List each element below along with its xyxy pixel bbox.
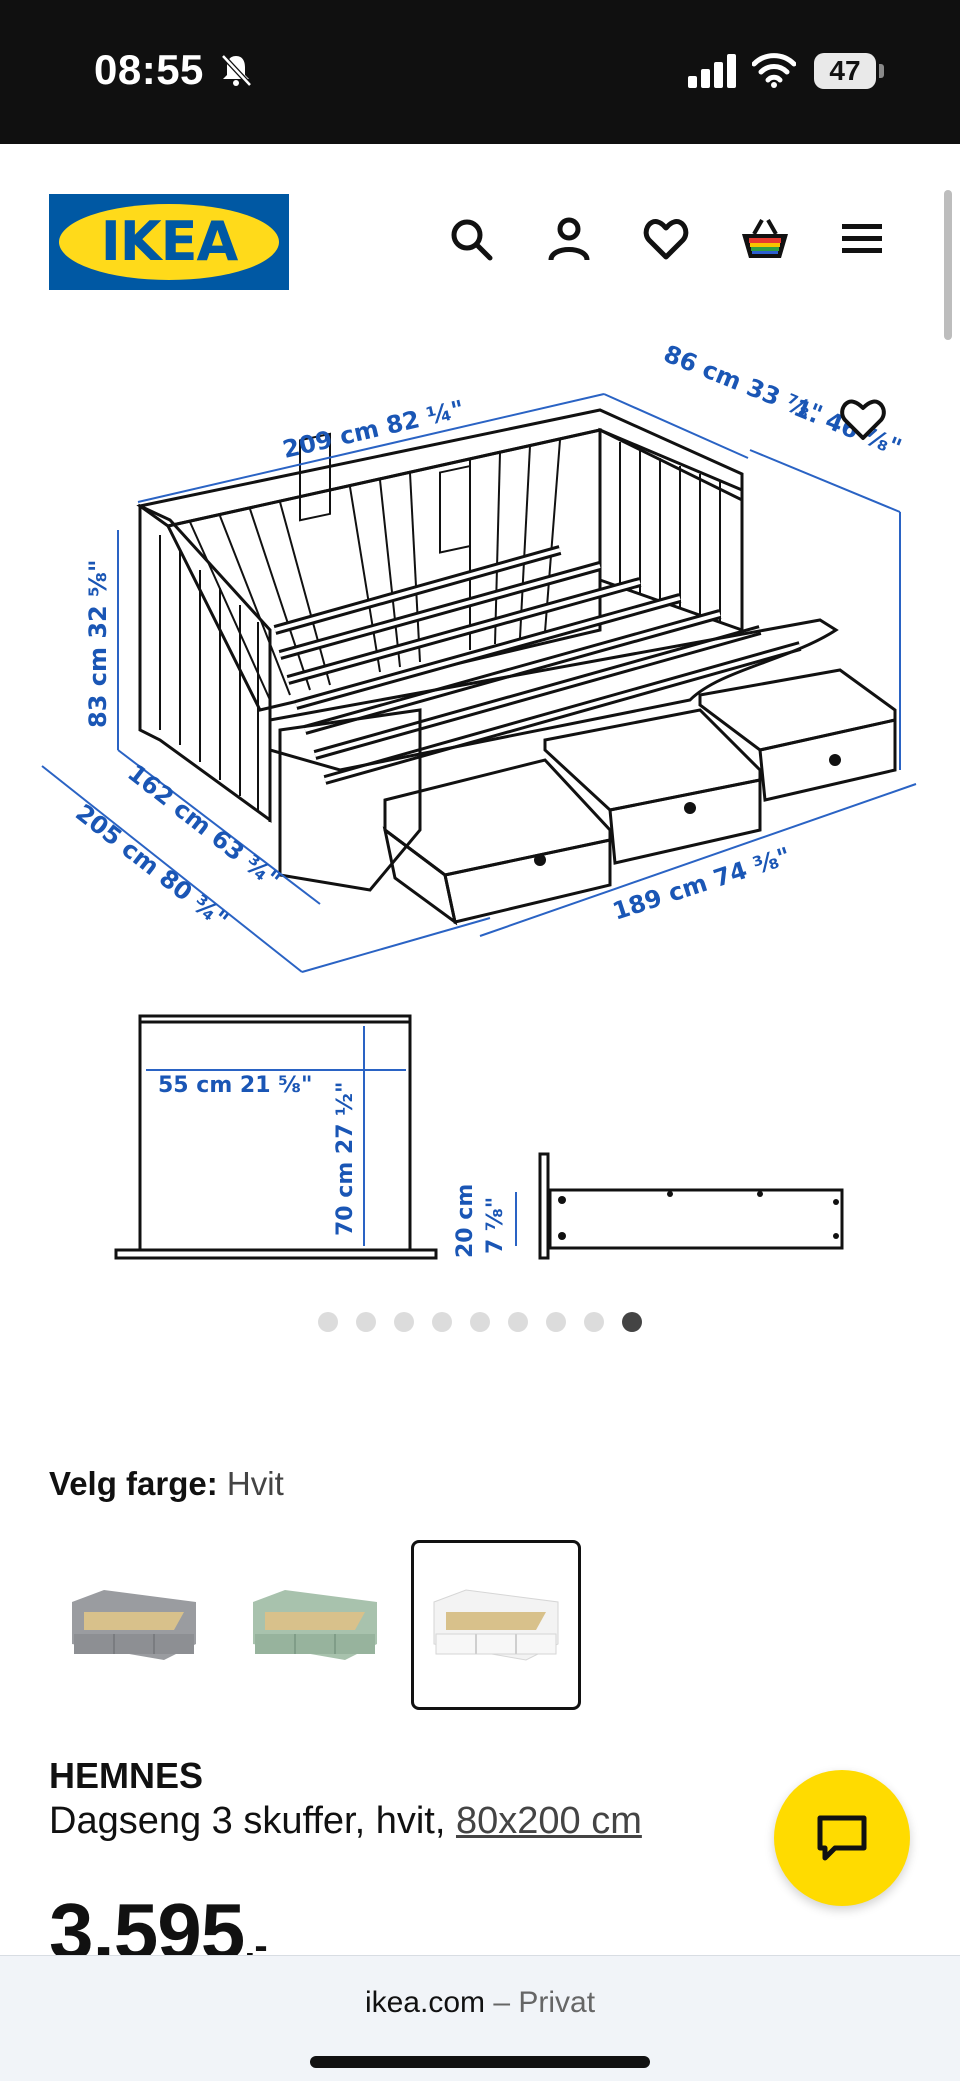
product-name: HEMNES bbox=[49, 1755, 204, 1796]
dim-drawer-front-a: 20 cm bbox=[453, 1184, 478, 1258]
dim-length-open: 189 cm 74 ⅜" bbox=[609, 842, 794, 926]
wifi-icon bbox=[752, 53, 796, 88]
product-price: 3.595,- bbox=[49, 1886, 267, 1956]
product-size-link[interactable]: 80x200 cm bbox=[455, 1800, 642, 1842]
chat-button[interactable] bbox=[774, 1770, 910, 1906]
battery-tip bbox=[879, 64, 884, 78]
pagination-dot[interactable] bbox=[318, 1312, 338, 1332]
scrollbar-thumb[interactable] bbox=[944, 190, 952, 340]
cart-icon[interactable] bbox=[738, 216, 792, 262]
selected-color: Hvit bbox=[226, 1465, 284, 1502]
dim-drawer-height: 70 cm 27 ½" bbox=[333, 1082, 358, 1236]
dim-drawer-front-b: 7 ⅞" bbox=[483, 1197, 508, 1254]
pagination-dot[interactable] bbox=[394, 1312, 414, 1332]
color-label-text: Velg farge: bbox=[49, 1465, 218, 1502]
daybed-thumbnail-grey bbox=[72, 1590, 196, 1660]
signal-icon bbox=[688, 54, 736, 88]
pagination-dot[interactable] bbox=[546, 1312, 566, 1332]
product-description-text: Dagseng 3 skuffer, hvit, bbox=[49, 1800, 456, 1842]
color-swatch-white[interactable] bbox=[411, 1540, 581, 1710]
user-icon[interactable] bbox=[546, 216, 592, 262]
color-swatch-green[interactable] bbox=[230, 1540, 400, 1710]
browser-address-bar[interactable]: ikea.com – Privat bbox=[0, 1955, 960, 2081]
battery-icon: 47 bbox=[814, 53, 876, 89]
pagination-dot[interactable] bbox=[508, 1312, 528, 1332]
ikea-logo[interactable]: IKEA bbox=[49, 194, 289, 290]
logo-oval bbox=[59, 204, 279, 280]
daybed-thumbnail-green bbox=[253, 1590, 377, 1660]
site-header: IKEA bbox=[0, 144, 960, 324]
chat-bubble-icon bbox=[817, 1815, 867, 1861]
daybed-thumbnail-white bbox=[433, 1589, 559, 1661]
pagination-dot[interactable] bbox=[470, 1312, 490, 1332]
price-value: 3.595 bbox=[49, 1887, 245, 1956]
dimension-drawing: 209 cm 82 ¼" 86 cm 33 ⅞" 1. 46 ⁷⁄₈" 83 c… bbox=[41, 340, 917, 1260]
pagination-dot[interactable] bbox=[356, 1312, 376, 1332]
product-image-gallery[interactable]: 209 cm 82 ¼" 86 cm 33 ⅞" 1. 46 ⁷⁄₈" 83 c… bbox=[0, 330, 960, 1330]
status-bar: 08:55 47 bbox=[0, 0, 960, 144]
pagination-dot-active[interactable] bbox=[622, 1312, 642, 1332]
browser-domain: ikea.com bbox=[364, 1986, 485, 2019]
bell-slash-icon bbox=[221, 54, 252, 87]
browser-separator: – bbox=[485, 1986, 519, 2019]
home-indicator[interactable] bbox=[310, 2056, 650, 2068]
search-icon[interactable] bbox=[448, 216, 494, 262]
browser-url[interactable]: ikea.com – Privat bbox=[0, 1986, 960, 2020]
menu-icon[interactable] bbox=[840, 216, 884, 262]
price-suffix: ,- bbox=[244, 1924, 267, 1956]
product-description: Dagseng 3 skuffer, hvit, 80x200 cm bbox=[49, 1800, 642, 1843]
pagination-dot[interactable] bbox=[432, 1312, 452, 1332]
logo-text: IKEA bbox=[100, 210, 239, 273]
pagination-dot[interactable] bbox=[584, 1312, 604, 1332]
color-swatch-grey[interactable] bbox=[49, 1540, 219, 1710]
dim-drawer-depth: 55 cm 21 ⅝" bbox=[158, 1073, 312, 1098]
dim-length: 209 cm 82 ¼" bbox=[280, 395, 467, 464]
heart-icon[interactable] bbox=[643, 216, 689, 262]
gallery-pagination bbox=[0, 1312, 960, 1336]
status-time: 08:55 bbox=[94, 46, 204, 93]
color-picker-label: Velg farge: Hvit bbox=[49, 1465, 284, 1503]
browser-mode: Privat bbox=[518, 1986, 596, 2019]
save-to-wishlist-icon[interactable] bbox=[838, 396, 888, 442]
dim-height: 83 cm 32 ⅝" bbox=[84, 560, 112, 728]
